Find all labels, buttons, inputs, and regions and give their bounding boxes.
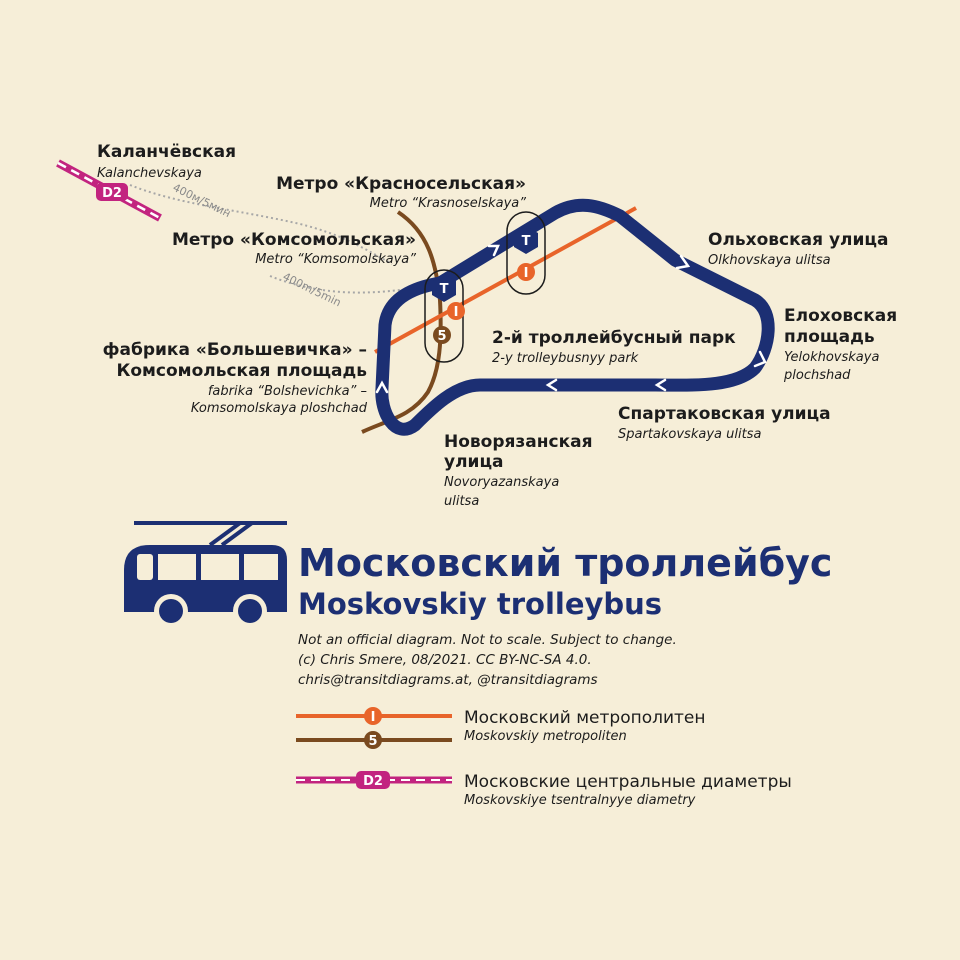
trolleybus-stop-krasnoselskaya: T — [514, 226, 538, 254]
metro-line-5-track — [361, 210, 443, 434]
station-bolshevichka-latin-2: Komsomolskaya ploshchad — [191, 401, 368, 416]
station-komsomolskaya: Метро «Комсомольская» — [172, 230, 416, 250]
svg-text:I: I — [371, 710, 376, 725]
station-trolleybus-park-latin: 2-y trolleybusnyy park — [492, 351, 639, 366]
svg-text:I: I — [524, 266, 529, 281]
mcd-d2-badge-map: D2 — [96, 183, 128, 201]
metro-line-1-badge-krasnoselskaya: I — [517, 263, 535, 281]
svg-text:T: T — [440, 282, 449, 297]
trolleybus-route-loop — [375, 198, 775, 436]
station-novoryazanskaya-1: Новорязанская — [444, 432, 593, 452]
trolleybus-stop-komsomolskaya: T — [432, 274, 456, 302]
station-novoryazanskaya-2: улица — [444, 452, 504, 472]
legend-metro-label: Московский метрополитен — [464, 708, 706, 728]
legend-metro-label-latin: Moskovskiy metropoliten — [464, 729, 627, 744]
station-krasnoselskaya-latin: Metro “Krasnoselskaya” — [370, 196, 527, 211]
svg-text:5: 5 — [368, 734, 377, 749]
walk-time-lower: 400m/5min — [281, 270, 343, 309]
station-yelokhovskaya-2: площадь — [784, 327, 875, 347]
station-yelokhovskaya-latin-1: Yelokhovskaya — [784, 350, 879, 365]
station-bolshevichka-line2: Комсомольская площадь — [116, 361, 367, 381]
station-trolleybus-park: 2-й троллейбусный парк — [492, 328, 736, 348]
title-latin: Moskovskiy trolleybus — [298, 587, 662, 621]
station-kalanchevskaya-latin: Kalanchevskaya — [97, 166, 202, 181]
legend-mcd-symbol: D2 — [296, 771, 452, 789]
walk-time-upper: 400м/5мин — [171, 181, 233, 220]
station-bolshevichka-latin-1: fabrika “Bolshevichka” – — [208, 384, 367, 399]
station-komsomolskaya-latin: Metro “Komsomolskaya” — [255, 252, 416, 267]
station-yelokhovskaya-1: Елоховская — [784, 306, 897, 326]
svg-text:5: 5 — [437, 329, 446, 344]
disclaimer-note: Not an official diagram. Not to scale. S… — [298, 632, 677, 648]
station-spartakovskaya: Спартаковская улица — [618, 404, 831, 424]
metro-line-1-badge-komsomolskaya: I — [447, 302, 465, 320]
station-olkhovskaya-latin: Olkhovskaya ulitsa — [708, 253, 831, 268]
station-olkhovskaya: Ольховская улица — [708, 230, 889, 250]
svg-text:I: I — [454, 305, 459, 320]
legend-mcd-label-latin: Moskovskiye tsentralnyye diametry — [464, 793, 696, 808]
station-novoryazanskaya-latin-2: ulitsa — [444, 494, 479, 509]
trolleybus-icon — [124, 521, 287, 628]
station-novoryazanskaya-latin-1: Novoryazanskaya — [444, 475, 559, 490]
station-krasnoselskaya: Метро «Красносельская» — [276, 174, 526, 194]
walk-transfer-upper — [129, 184, 393, 265]
route-direction-arrows — [375, 244, 767, 394]
station-yelokhovskaya-latin-2: plochshad — [783, 368, 851, 383]
station-kalanchevskaya: Каланчёвская — [97, 142, 236, 162]
interchange-capsule-krasnoselskaya — [506, 211, 546, 295]
svg-text:D2: D2 — [102, 186, 122, 201]
station-spartakovskaya-latin: Spartakovskaya ulitsa — [618, 427, 761, 442]
metro-line-1-track — [374, 206, 637, 354]
metro-line-5-badge-komsomolskaya: 5 — [433, 326, 451, 344]
copyright-note: (c) Chris Smere, 08/2021. CC BY-NC-SA 4.… — [298, 652, 592, 668]
svg-text:T: T — [522, 234, 531, 249]
station-bolshevichka-line1: фабрика «Большевичка» – — [103, 340, 367, 360]
svg-text:D2: D2 — [363, 774, 383, 789]
title-russian: Московский троллейбус — [298, 541, 832, 585]
legend-metro-symbol: I 5 — [296, 707, 452, 749]
contact-note: chris@transitdiagrams.at, @transitdiagra… — [298, 672, 598, 688]
legend-mcd-label: Московские центральные диаметры — [464, 772, 792, 792]
